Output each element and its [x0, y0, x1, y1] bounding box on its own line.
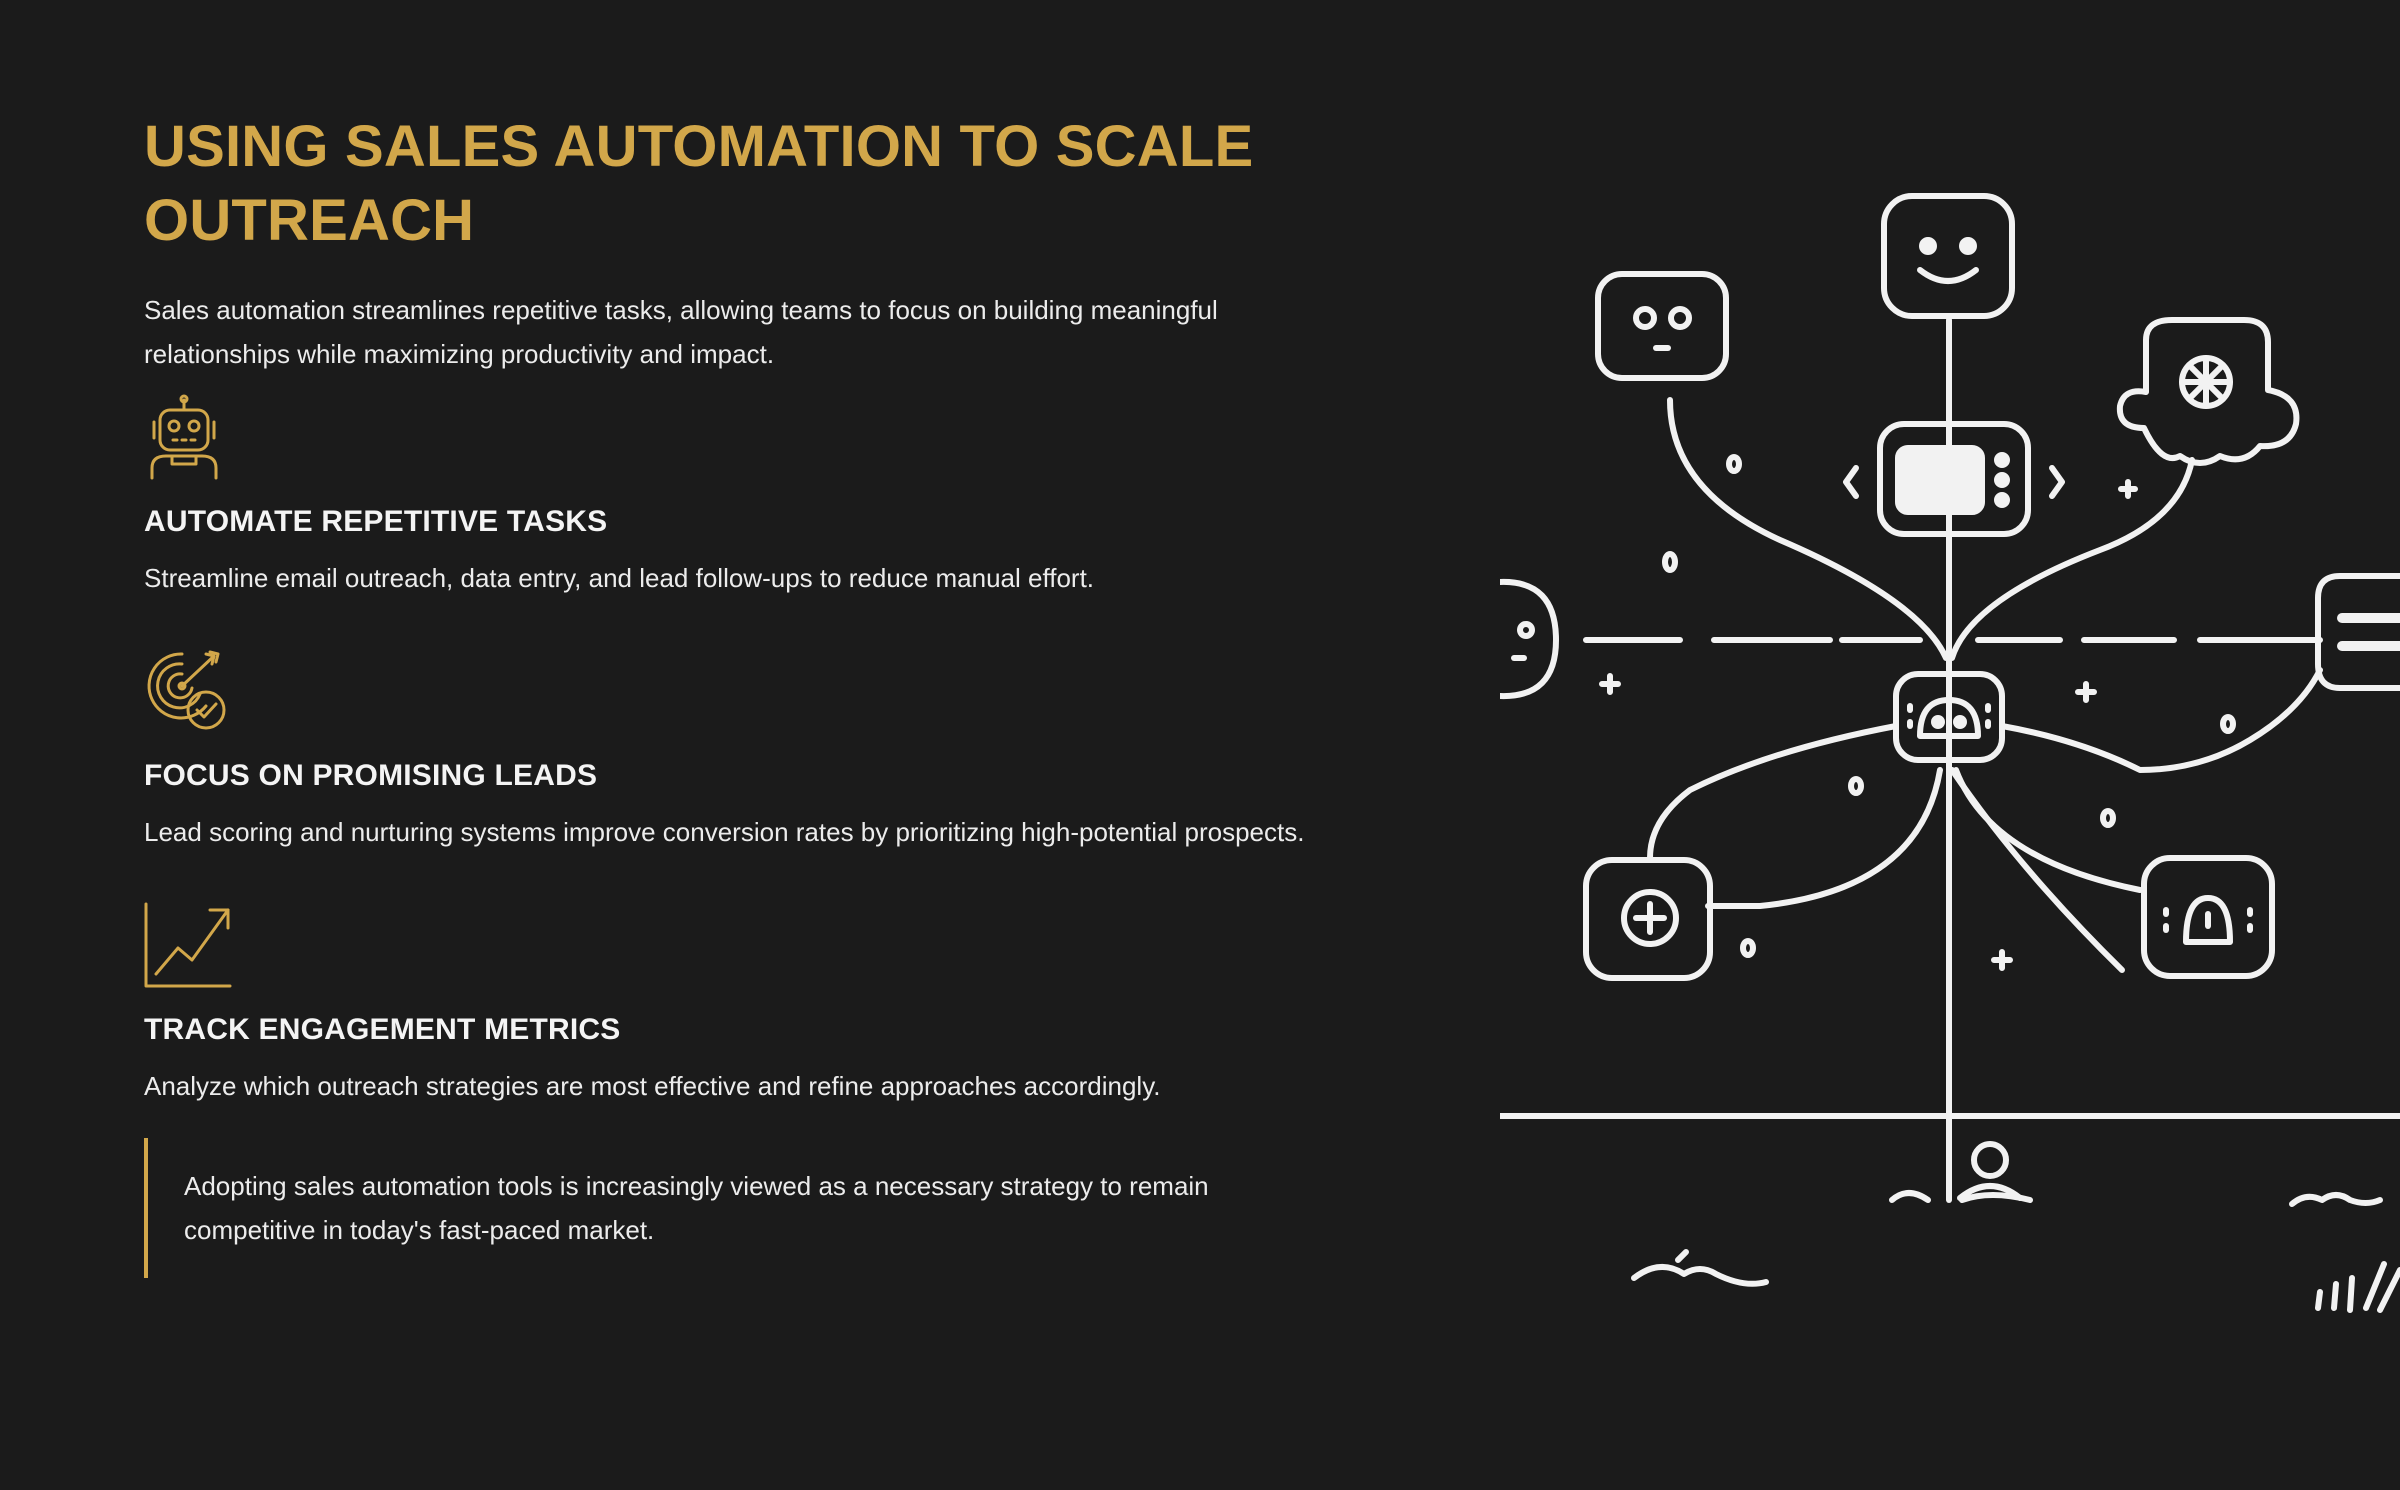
- person-figure: [1971, 1141, 2009, 1179]
- intro-paragraph: Sales automation streamlines repetitive …: [144, 295, 1218, 369]
- branch-down-right: [1953, 767, 2143, 893]
- automation-network-illustration: [1500, 193, 2400, 1313]
- partial-node-right: [2315, 573, 2400, 691]
- partial-face-left: [1500, 578, 1559, 700]
- feature-text: Lead scoring and nurturing systems impro…: [144, 817, 1305, 847]
- feature-focus: FOCUS ON PROMISING LEADS Lead scoring an…: [144, 648, 1364, 854]
- branch-right-bottom: [1999, 667, 2323, 773]
- page-title: USING SALES AUTOMATION TO SCALE OUTREACH: [144, 114, 1254, 253]
- power-node: [2141, 855, 2275, 979]
- feature-heading: FOCUS ON PROMISING LEADS: [144, 759, 598, 792]
- content-column: USING SALES AUTOMATION TO SCALE OUTREACH…: [144, 110, 1364, 1278]
- feature-heading: AUTOMATE REPETITIVE TASKS: [144, 505, 608, 538]
- branch-down-left: [1705, 767, 1943, 909]
- tv-node: [1877, 421, 2031, 537]
- callout-quote: Adopting sales automation tools is incre…: [144, 1138, 1334, 1278]
- feature-text: Streamline email outreach, data entry, a…: [144, 563, 1095, 593]
- feature-automate: AUTOMATE REPETITIVE TASKS Streamline ema…: [144, 394, 1364, 600]
- target-check-icon: [147, 650, 226, 730]
- feature-text: Analyze which outreach strategies are mo…: [144, 1071, 1161, 1101]
- smiley-node: [1881, 193, 2015, 319]
- hub-node: [1893, 671, 2005, 763]
- branch-down-right-2: [1949, 767, 2125, 973]
- trend-chart-icon: [144, 902, 232, 988]
- face-node-left: [1595, 271, 1729, 381]
- branch-right-top: [1949, 457, 2195, 661]
- feature-heading: TRACK ENGAGEMENT METRICS: [144, 1013, 621, 1046]
- cloud-node: [2116, 317, 2300, 466]
- feature-track: TRACK ENGAGEMENT METRICS Analyze which o…: [144, 902, 1364, 1108]
- plus-node: [1583, 857, 1713, 981]
- robot-icon: [150, 394, 218, 480]
- branch-left-top: [1667, 397, 1949, 661]
- branch-left-bottom: [1647, 723, 1899, 861]
